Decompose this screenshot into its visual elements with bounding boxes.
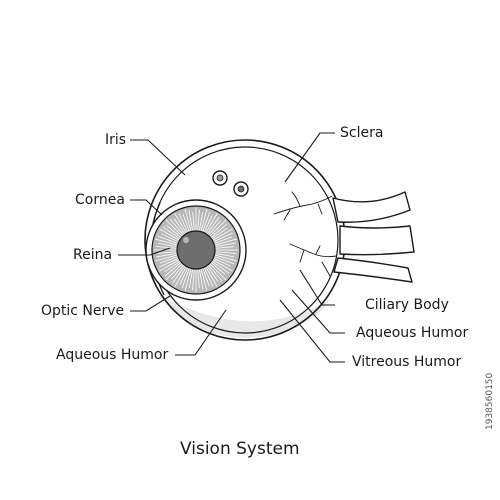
iris-fiber bbox=[182, 213, 190, 232]
iris-fiber bbox=[210, 223, 228, 238]
leader-iris bbox=[130, 139, 186, 176]
iris-fiber bbox=[181, 268, 190, 288]
diagram-title: Vision System bbox=[180, 439, 300, 459]
iris-fiber bbox=[192, 269, 195, 291]
iris-fiber bbox=[212, 228, 233, 241]
iris-fiber bbox=[213, 232, 233, 242]
iris-fiber bbox=[155, 254, 178, 262]
iris-fiber bbox=[210, 262, 226, 275]
iris-fiber bbox=[214, 236, 233, 244]
iris-fiber bbox=[211, 261, 230, 274]
label-reina: Reina bbox=[73, 247, 113, 263]
iris-fiber bbox=[204, 215, 213, 233]
iris-fiber bbox=[155, 238, 178, 246]
iris-fiber bbox=[174, 213, 187, 234]
iris-fiber bbox=[214, 256, 234, 265]
label-aqueous-humor-right: Aqueous Humor bbox=[356, 325, 469, 341]
iris-fiber bbox=[164, 261, 181, 273]
iris-fiber bbox=[159, 258, 179, 268]
iris-fiber bbox=[159, 259, 180, 272]
label-iris: Iris bbox=[105, 132, 127, 148]
iris-fiber bbox=[215, 242, 236, 247]
iris-fiber bbox=[215, 251, 237, 254]
iris-fiber bbox=[159, 228, 180, 241]
iris-fibers bbox=[153, 207, 239, 293]
leader-vitreous-humor bbox=[279, 299, 345, 363]
iris-fiber bbox=[208, 220, 221, 236]
reflection-rings bbox=[212, 170, 249, 197]
label-sclera: Sclera bbox=[340, 125, 384, 141]
iris-fiber bbox=[165, 263, 183, 281]
iris-fiber bbox=[211, 227, 228, 239]
iris-fiber bbox=[178, 213, 188, 233]
iris-fiber bbox=[188, 210, 193, 231]
leader-reina bbox=[118, 247, 171, 256]
iris-fiber bbox=[209, 263, 227, 281]
pupil bbox=[176, 230, 216, 270]
leader-cornea bbox=[130, 199, 163, 216]
iris-fiber bbox=[172, 265, 185, 284]
iris-fiber bbox=[202, 212, 211, 232]
iris-fiber bbox=[209, 219, 227, 237]
label-aqueous-humor-left: Aqueous Humor bbox=[56, 347, 169, 363]
iris-fiber bbox=[164, 262, 182, 277]
iris-fiber bbox=[208, 264, 223, 282]
iris-fiber bbox=[171, 264, 184, 280]
iris-fiber bbox=[158, 242, 177, 247]
iris-fiber bbox=[179, 267, 188, 285]
leader-lines bbox=[118, 132, 345, 363]
label-cornea: Cornea bbox=[75, 192, 125, 208]
iris-fiber bbox=[214, 254, 237, 262]
pupil-highlight bbox=[183, 237, 189, 243]
iris-fiber bbox=[169, 218, 184, 236]
iris-fiber bbox=[214, 238, 237, 246]
label-vitreous-humor: Vitreous Humor bbox=[352, 354, 462, 370]
eyeball-shadow bbox=[160, 295, 330, 338]
optic-nerve-bundle bbox=[332, 191, 415, 283]
iris-fiber bbox=[159, 256, 178, 264]
leader-ciliary-body bbox=[299, 269, 335, 306]
iris-fiber bbox=[205, 213, 218, 234]
iris-fiber bbox=[157, 251, 177, 254]
iris-fiber bbox=[199, 269, 204, 290]
iris-fiber bbox=[207, 265, 219, 282]
leader-aqueous-humor-left bbox=[175, 309, 227, 356]
leader-optic-nerve bbox=[130, 295, 171, 312]
iris-fiber bbox=[174, 266, 187, 287]
iris-fiber bbox=[165, 219, 183, 237]
iris-fiber bbox=[202, 268, 210, 287]
label-optic-nerve: Optic Nerve bbox=[41, 303, 125, 319]
iris-fiber bbox=[197, 269, 200, 289]
iris-fiber bbox=[162, 226, 181, 239]
iris-fiber bbox=[173, 218, 185, 235]
iris-fiber bbox=[184, 209, 192, 232]
retina-vessels bbox=[273, 191, 337, 277]
stock-id: 1938560150 bbox=[485, 372, 495, 430]
iris-fiber bbox=[158, 235, 178, 244]
label-ciliary-body: Ciliary Body bbox=[365, 297, 449, 313]
iris-fiber bbox=[205, 266, 218, 287]
iris-fiber bbox=[213, 258, 231, 267]
iris-fiber bbox=[192, 211, 195, 231]
leader-aqueous-humor-right bbox=[291, 289, 345, 334]
iris-fiber bbox=[188, 269, 193, 288]
iris-fiber bbox=[200, 268, 208, 291]
iris-fiber bbox=[200, 209, 208, 232]
leader-sclera bbox=[284, 132, 335, 183]
iris-fiber bbox=[156, 253, 177, 258]
iris-fiber bbox=[161, 233, 179, 242]
iris-fiber bbox=[155, 246, 177, 249]
iris-fiber bbox=[215, 246, 235, 249]
iris-fiber bbox=[166, 225, 182, 238]
iris-fiber bbox=[215, 253, 234, 258]
iris-fiber bbox=[204, 267, 214, 287]
iris-fiber bbox=[199, 212, 204, 231]
iris-fiber bbox=[197, 209, 200, 231]
iris-fiber bbox=[212, 259, 233, 272]
iris-fiber bbox=[207, 216, 220, 235]
iris-fiber bbox=[184, 268, 192, 291]
